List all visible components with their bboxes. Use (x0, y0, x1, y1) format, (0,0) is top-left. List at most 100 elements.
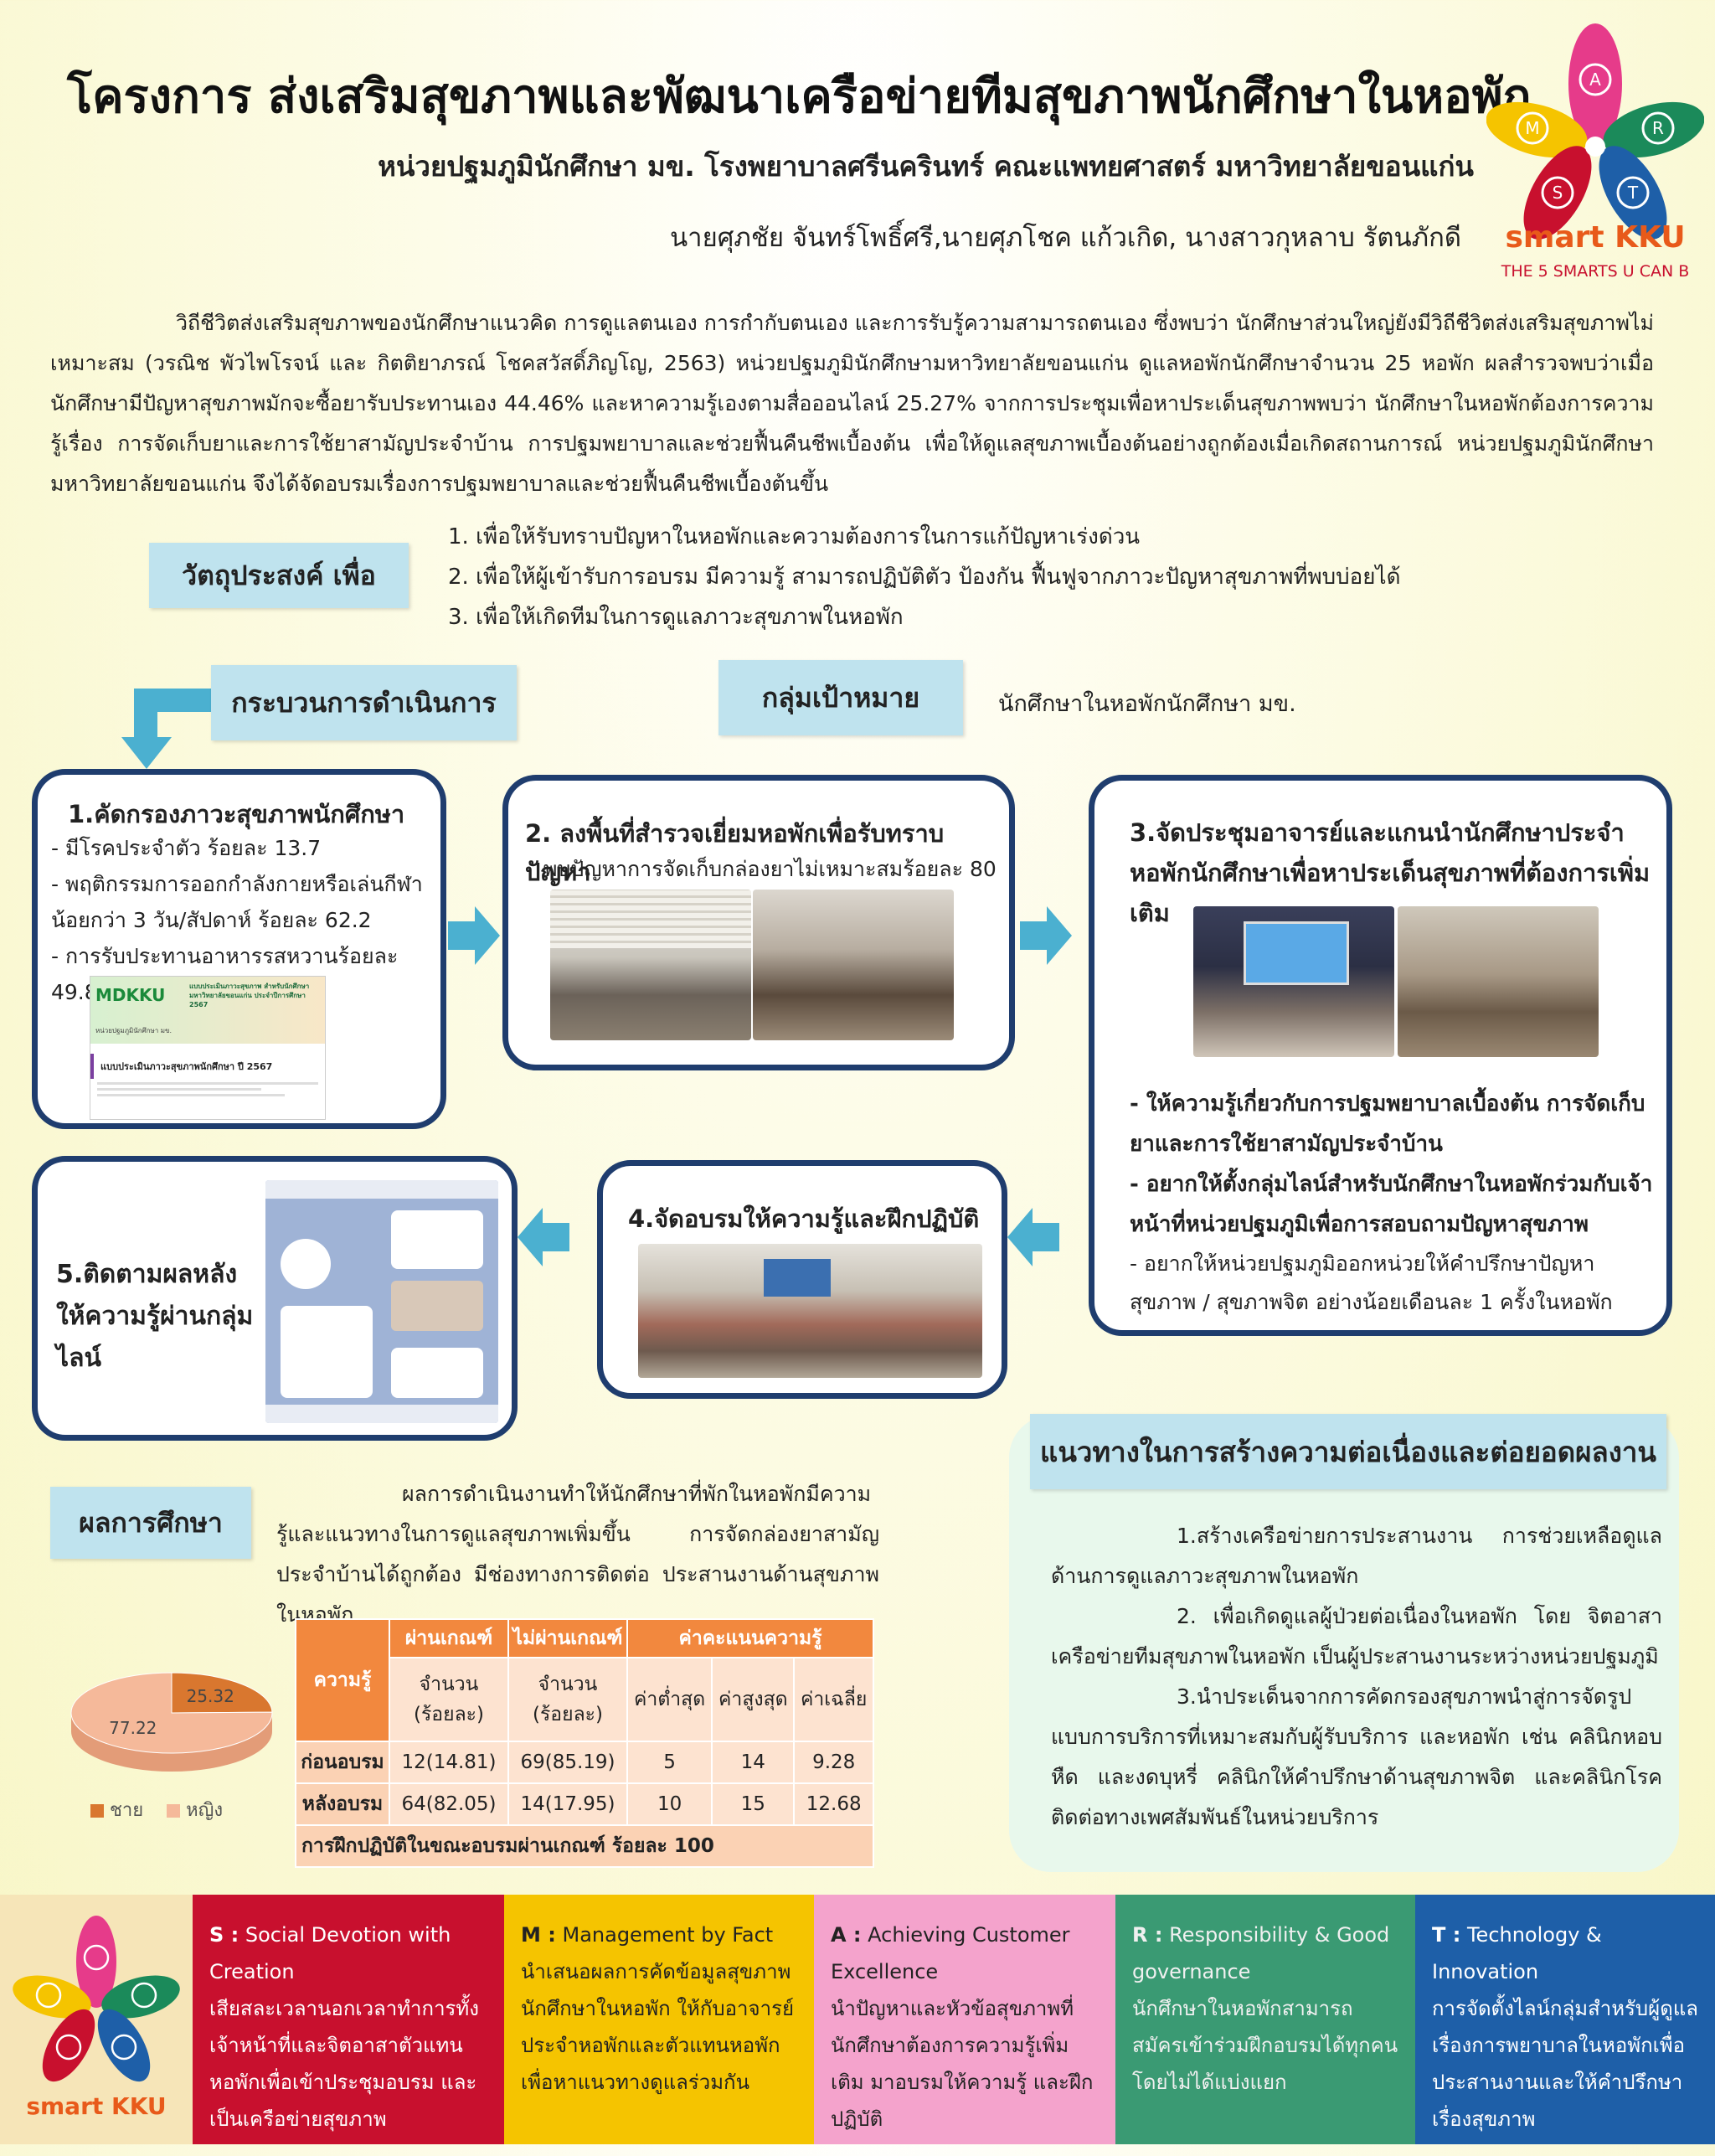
step-3-bullet: - ให้ความรู้เกี่ยวกับการปฐมพยาบาลเบื้องต… (1130, 1091, 1645, 1157)
form-title: แบบประเมินภาวะสุขภาพนักศึกษา ปี 2567 (90, 1054, 325, 1079)
mdkku-logo: MDKKU (95, 985, 166, 1005)
step-1-line: - มีโรคประจำตัว ร้อยละ 13.7 (51, 836, 322, 860)
step-5-title: 5.ติดตามผลหลังให้ความรู้ผ่านกลุ่มไลน์ (56, 1260, 254, 1373)
table-cell: 15 (711, 1782, 796, 1826)
step-4-title: 4.จัดอบรมให้ความรู้และฝึกปฏิบัติ (628, 1204, 980, 1233)
step-2-text: พบปัญหาการจัดเก็บกล่องยาไม่เหมาะสมร้อยละ… (543, 857, 997, 881)
form-line (97, 1082, 318, 1085)
footer-band-s: S : Social Devotion with Creation เสียสล… (193, 1895, 504, 2144)
table-cell: 9.28 (793, 1741, 874, 1784)
footer-band-r: R : Responsibility & Good governance นัก… (1115, 1895, 1415, 2144)
pie-label-1: 77.22 (109, 1718, 157, 1738)
table-sub-header: จำนวน (ร้อยละ) (507, 1657, 628, 1742)
table-cell: 14(17.95) (507, 1782, 628, 1826)
process-connector-top (134, 689, 218, 712)
table-cell: 5 (626, 1741, 713, 1784)
step-2-title: 2. ลงพื้นที่สำรวจเยี่ยมหอพักเพื่อรับทราบ… (525, 819, 945, 886)
form-line (97, 1094, 285, 1096)
continuation-item: 1.สร้างเครือข่ายการประสานงาน การช่วยเหลื… (1051, 1524, 1662, 1588)
row-label: หลังอบรม (295, 1782, 390, 1826)
continuation-panel (1009, 1416, 1679, 1872)
band-head: Achieving Customer Excellence (831, 1923, 1070, 1983)
table-footer: การฝึกปฏิบัติในขณะอบรมผ่านเกณฑ์ ร้อยละ 1… (295, 1824, 874, 1868)
step-1-title: 1.คัดกรองภาวะสุขภาพนักศึกษา (68, 800, 405, 828)
continuation-item: 2. เพื่อเกิดดูแลผู้ป่วยต่อเนื่องในหอพัก … (1051, 1604, 1662, 1669)
objective-item: 1. เพื่อให้รับทราบปัญหาในหอพักและความต้อ… (448, 524, 1141, 549)
table-cell: 12.68 (793, 1782, 874, 1826)
right-arrow-icon (448, 906, 500, 965)
step-5-box: 5.ติดตามผลหลังให้ความรู้ผ่านกลุ่มไลน์ (32, 1156, 518, 1441)
band-key: S : (209, 1923, 239, 1947)
band-text: การจัดตั้งไลน์กลุ่มสำหรับผู้ดูแลเรื่องกา… (1432, 1997, 1698, 2131)
form-line (97, 1088, 261, 1091)
band-text: นำเสนอผลการคัดข้อมูลสุขภาพนักศึกษาในหอพั… (521, 1960, 795, 2094)
band-head: Responsibility & Good governance (1132, 1923, 1390, 1983)
form-banner: แบบประเมินภาวะสุขภาพ สำหรับนักศึกษามหาวิ… (189, 983, 310, 1008)
step-2-box: 2. ลงพื้นที่สำรวจเยี่ยมหอพักเพื่อรับทราบ… (502, 775, 1015, 1070)
table-cell: 10 (626, 1782, 713, 1826)
logo-letter-s: S (1553, 183, 1563, 203)
continuation-title: แนวทางในการสร้างความต่อเนื่องและต่อยอดผล… (1030, 1414, 1666, 1489)
form-unit: หน่วยปฐมภูมินักศึกษา มข. (95, 1027, 173, 1034)
down-arrow-icon (121, 737, 172, 769)
logo-letter-t: T (1627, 183, 1639, 203)
band-text: นักศึกษาในหอพักสามารถสมัครเข้าร่วมฝึกอบร… (1132, 1997, 1398, 2094)
legend-label-female: หญิง (186, 1800, 224, 1821)
objectives-list: 1. เพื่อให้รับทราบปัญหาในหอพักและความต้อ… (448, 517, 1537, 637)
logo-brand: smart KKU (1505, 220, 1685, 255)
band-key: R : (1132, 1923, 1163, 1947)
results-table: ความรู้ ผ่านเกณฑ์ ไม่ผ่านเกณฑ์ ค่าคะแนนค… (295, 1618, 874, 1868)
table-corner: ความรู้ (295, 1618, 390, 1742)
authors: นายศุภชัย จันทร์โพธิ์ศรี,นายศุภโชค แก้วเ… (669, 223, 1461, 253)
step-1-line: - พฤติกรรมการออกกำลังกายหรือเล่นกีฬาน้อย… (51, 872, 423, 932)
footer-band-a: A : Achieving Customer Excellence นำปัญห… (814, 1895, 1115, 2144)
logo-letter-a: A (1589, 70, 1601, 90)
line-chat-screenshot (265, 1180, 498, 1423)
legend-label-male: ชาย (110, 1800, 144, 1821)
left-arrow-icon (1007, 1208, 1059, 1266)
smart-kku-logo: A M R S T smart KKU THE 5 SMARTS U CAN B (1486, 21, 1705, 289)
pie-slice-1 (70, 1672, 273, 1754)
band-head: Technology & Innovation (1432, 1923, 1602, 1983)
step-1-line: - การรับประทานอาหารรสหวานร้อยละ 49.8 (51, 944, 399, 1004)
table-cell: 69(85.19) (507, 1741, 628, 1784)
logo-tagline: THE 5 SMARTS U CAN B (1501, 262, 1690, 281)
meeting-photo (1193, 906, 1394, 1057)
step-4-box: 4.จัดอบรมให้ความรู้และฝึกปฏิบัติ (597, 1160, 1007, 1399)
band-text: นำปัญหาและหัวข้อสุขภาพที่นักศึกษาต้องการ… (831, 1997, 1094, 2131)
band-key: M : (521, 1923, 556, 1947)
page-subtitle: หน่วยปฐมภูมินักศึกษา มข. โรงพยาบาลศรีนคร… (378, 150, 1474, 183)
logo-letter-r: R (1652, 118, 1664, 138)
table-sub-header: ค่าสูงสุด (711, 1657, 796, 1742)
table-row: หลังอบรม 64(82.05) 14(17.95) 10 15 12.68 (295, 1782, 874, 1826)
smart-kku-logo-small: smart KKU (13, 1916, 180, 2120)
step-1-box: 1.คัดกรองภาวะสุขภาพนักศึกษา - มีโรคประจำ… (32, 769, 446, 1129)
footer-band-t: T : Technology & Innovation การจัดตั้งไล… (1415, 1895, 1715, 2144)
step-1-lines: - มีโรคประจำตัว ร้อยละ 13.7 - พฤติกรรมกา… (51, 830, 436, 1010)
objectives-label: วัตถุประสงค์ เพื่อ (149, 543, 409, 608)
training-photo (638, 1244, 982, 1378)
intro-paragraph: วิถีชีวิตส่งเสริมสุขภาพของนักศึกษาแนวคิด… (50, 311, 1654, 496)
objective-item: 2. เพื่อให้ผู้เข้ารับการอบรม มีความรู้ ส… (448, 565, 1401, 590)
table-row: ก่อนอบรม 12(14.81) 69(85.19) 5 14 9.28 (295, 1741, 874, 1784)
footer-logo-panel: smart KKU (0, 1895, 193, 2144)
target-text: นักศึกษาในหอพักนักศึกษา มข. (998, 691, 1296, 717)
step-3-bullet: - อยากให้หน่วยปฐมภูมิออกหน่วยให้คำปรึกษา… (1130, 1251, 1613, 1314)
band-key: A : (831, 1923, 862, 1947)
page-title: โครงการ ส่งเสริมสุขภาพและพัฒนาเครือข่ายท… (67, 70, 1532, 124)
right-arrow-icon (1020, 906, 1072, 965)
continuation-text: 1.สร้างเครือข่ายการประสานงาน การช่วยเหลื… (1051, 1516, 1662, 1838)
process-label: กระบวนการดำเนินการ (211, 665, 517, 740)
results-label: ผลการศึกษา (50, 1487, 251, 1559)
table-cell: 12(14.81) (389, 1741, 509, 1784)
step-3-title: 3.จัดประชุมอาจารย์และแกนนำนักศึกษาประจำห… (1130, 818, 1651, 927)
objective-item: 3. เพื่อให้เกิดทีมในการดูแลภาวะสุขภาพในห… (448, 605, 904, 630)
step-3-box: 3.จัดประชุมอาจารย์และแกนนำนักศึกษาประจำห… (1089, 775, 1672, 1336)
table-sub-header: จำนวน (ร้อยละ) (389, 1657, 509, 1742)
table-group-header: ผ่านเกณฑ์ (389, 1618, 509, 1658)
table-cell: 64(82.05) (389, 1782, 509, 1826)
meeting-photo (1398, 906, 1599, 1057)
table-sub-header: ค่าต่ำสุด (626, 1657, 713, 1742)
band-text: เสียสละเวลานอกเวลาทำการทั้งเจ้าหน้าที่แล… (209, 1997, 479, 2131)
legend-swatch-female (167, 1804, 181, 1818)
